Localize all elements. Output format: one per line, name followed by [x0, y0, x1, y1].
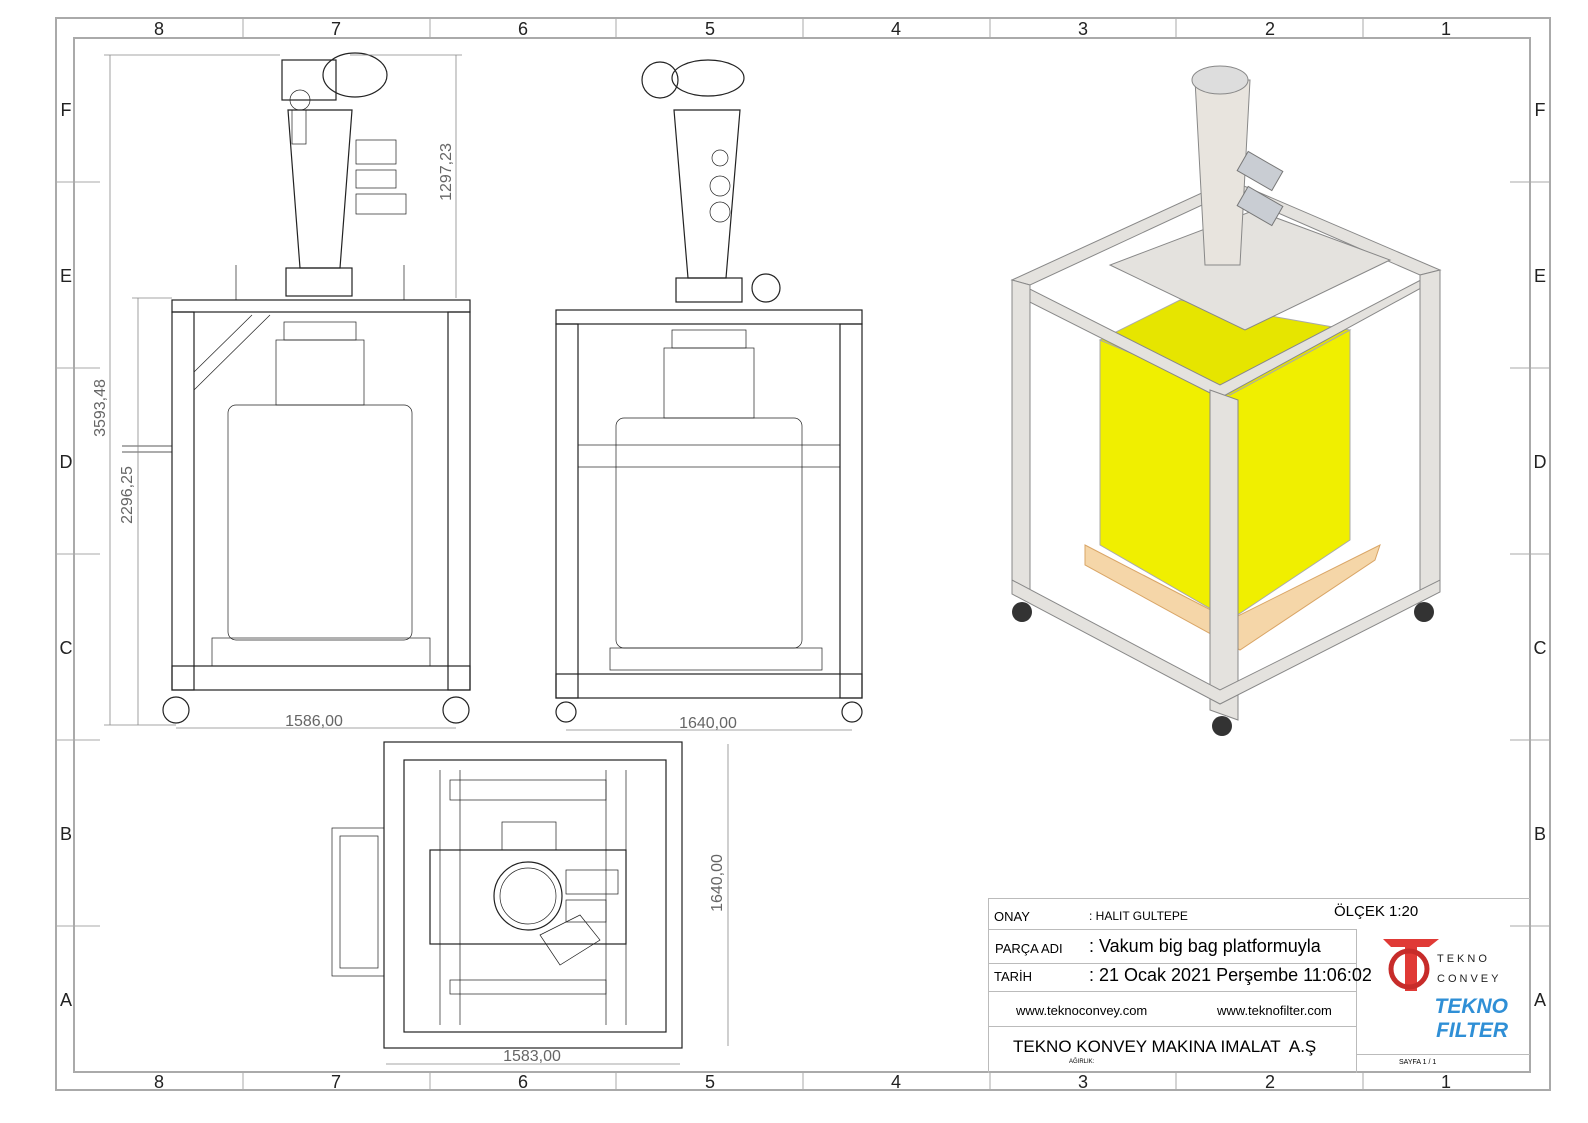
zone-col: 3 [1078, 1072, 1088, 1092]
isometric-view [1010, 65, 1442, 736]
approval-label: ONAY [994, 909, 1030, 924]
dim-top-width: 1583,00 [503, 1048, 561, 1065]
tekno-convey-logo: TEKNO CONVEY [1379, 935, 1519, 993]
zone-row: D [1534, 452, 1547, 472]
company-name: TEKNO KONVEY MAKINA IMALAT A.Ş [1013, 1037, 1317, 1056]
zone-col: 8 [154, 1072, 164, 1092]
scale: ÖLÇEK 1:20 [1334, 903, 1419, 920]
zone-row: C [1534, 638, 1547, 658]
zone-col: 1 [1441, 19, 1451, 39]
zone-col: 6 [518, 1072, 528, 1092]
zone-row: E [1534, 266, 1546, 286]
zone-col: 8 [154, 19, 164, 39]
dim-cyclone-height: 1297,23 [438, 143, 455, 201]
dim-total-height: 3593,48 [92, 379, 109, 437]
inner-border [73, 37, 1531, 1073]
zone-col: 5 [705, 1072, 715, 1092]
zone-col: 1 [1441, 1072, 1451, 1092]
zone-col: 4 [891, 1072, 901, 1092]
part-name-value: : Vakum big bag platformuyla [1089, 936, 1321, 956]
zone-row: A [1534, 990, 1546, 1010]
front-view: 1297,23 3593,48 2296,25 1586,00 [92, 52, 471, 730]
zone-labels-bottom: 8 7 6 5 4 3 2 1 [154, 1072, 1451, 1092]
zone-row: F [61, 100, 72, 120]
approval-value: : HALIT GULTEPE [1089, 909, 1188, 923]
zone-col: 3 [1078, 19, 1088, 39]
zone-row: F [1535, 100, 1546, 120]
logo-filter-text: TEKNO FILTER [1434, 995, 1509, 1042]
zone-row: B [60, 824, 72, 844]
side-view: 1640,00 [555, 59, 863, 732]
zone-col: 4 [891, 19, 901, 39]
zone-row: E [60, 266, 72, 286]
zone-col: 6 [518, 19, 528, 39]
date-value: : 21 Ocak 2021 Perşembe 11:06:02 [1089, 965, 1372, 985]
zone-labels-left: F E D C B A [60, 100, 73, 1010]
part-name-label: PARÇA ADI [995, 941, 1063, 956]
website-teknoconvey[interactable]: www.teknoconvey.com [1016, 1003, 1148, 1018]
zone-col: 7 [331, 1072, 341, 1092]
top-view: 1640,00 1583,00 [331, 741, 729, 1065]
tekno-filter-logo: TEKNO FILTER [1374, 995, 1524, 1049]
zone-row: D [60, 452, 73, 472]
zone-labels-right: F E D C B A [1534, 100, 1547, 1010]
logo-convey-text: TEKNO CONVEY [1437, 953, 1502, 985]
dim-side-width: 1640,00 [679, 715, 737, 732]
zone-col: 2 [1265, 1072, 1275, 1092]
zone-row: A [60, 990, 72, 1010]
date-label: TARİH [994, 969, 1033, 984]
sheet-number: SAYFA 1 / 1 [1399, 1059, 1437, 1066]
title-block: ONAY : HALIT GULTEPE ÖLÇEK 1:20 PARÇA AD… [988, 898, 1530, 1073]
zone-ticks [56, 18, 1550, 1090]
zone-col: 7 [331, 19, 341, 39]
dim-front-width: 1586,00 [285, 713, 343, 730]
dim-top-depth: 1640,00 [709, 854, 726, 912]
zone-col: 5 [705, 19, 715, 39]
zone-col: 2 [1265, 19, 1275, 39]
dim-frame-height: 2296,25 [119, 466, 136, 524]
website-teknofilter[interactable]: www.teknofilter.com [1217, 1003, 1332, 1018]
zone-labels-top: 8 7 6 5 4 3 2 1 [154, 19, 1451, 39]
zone-row: B [1534, 824, 1546, 844]
zone-row: C [60, 638, 73, 658]
weight-label: AĞIRLIK: [1069, 1059, 1095, 1065]
